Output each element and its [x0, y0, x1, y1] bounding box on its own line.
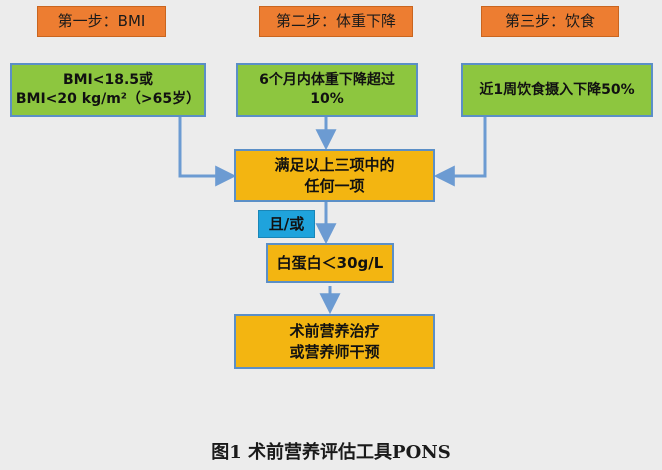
outcome-line2: 或营养师干预: [289, 342, 380, 361]
criterion-bmi-line2: BMI<20 kg/m²（>65岁）: [15, 91, 201, 107]
condition-any-one: 满足以上三项中的 任何一项: [234, 149, 435, 202]
outcome-nutrition-therapy: 术前营养治疗 或营养师干预: [234, 314, 435, 369]
albumin-label: 白蛋白＜30g/L: [276, 253, 384, 272]
step-2-label: 第二步：体重下降: [275, 12, 396, 31]
connector-label: 且/或: [268, 214, 305, 233]
criterion-weight-line2: 10%: [310, 91, 344, 107]
criterion-bmi-line1: BMI<18.5或: [62, 72, 154, 89]
arrow-bmi-to-condition: [178, 116, 237, 187]
step-3-diet: 第三步：饮食: [481, 6, 619, 37]
criterion-bmi: BMI<18.5或 BMI<20 kg/m²（>65岁）: [10, 63, 206, 117]
criterion-weight-line1: 6个月内体重下降超过: [259, 72, 395, 89]
arrow-diet-to-condition: [433, 116, 487, 187]
outcome-line1: 术前营养治疗: [289, 322, 380, 341]
criterion-weight-loss: 6个月内体重下降超过 10%: [236, 63, 418, 117]
criterion-diet-line1: 近1周饮食摄入下降50%: [479, 81, 635, 98]
step-1-label: 第一步：BMI: [57, 12, 146, 31]
figure-caption: 图1 术前营养评估工具PONS: [211, 442, 451, 463]
criterion-diet: 近1周饮食摄入下降50%: [461, 63, 653, 117]
step-1-bmi: 第一步：BMI: [37, 6, 166, 37]
and-or-connector: 且/或: [258, 210, 315, 238]
step-3-label: 第三步：饮食: [504, 12, 595, 31]
condition-line1: 满足以上三项中的: [274, 156, 395, 175]
albumin-criterion: 白蛋白＜30g/L: [266, 243, 394, 283]
condition-line2: 任何一项: [304, 176, 365, 195]
step-2-weight-loss: 第二步：体重下降: [259, 6, 413, 37]
